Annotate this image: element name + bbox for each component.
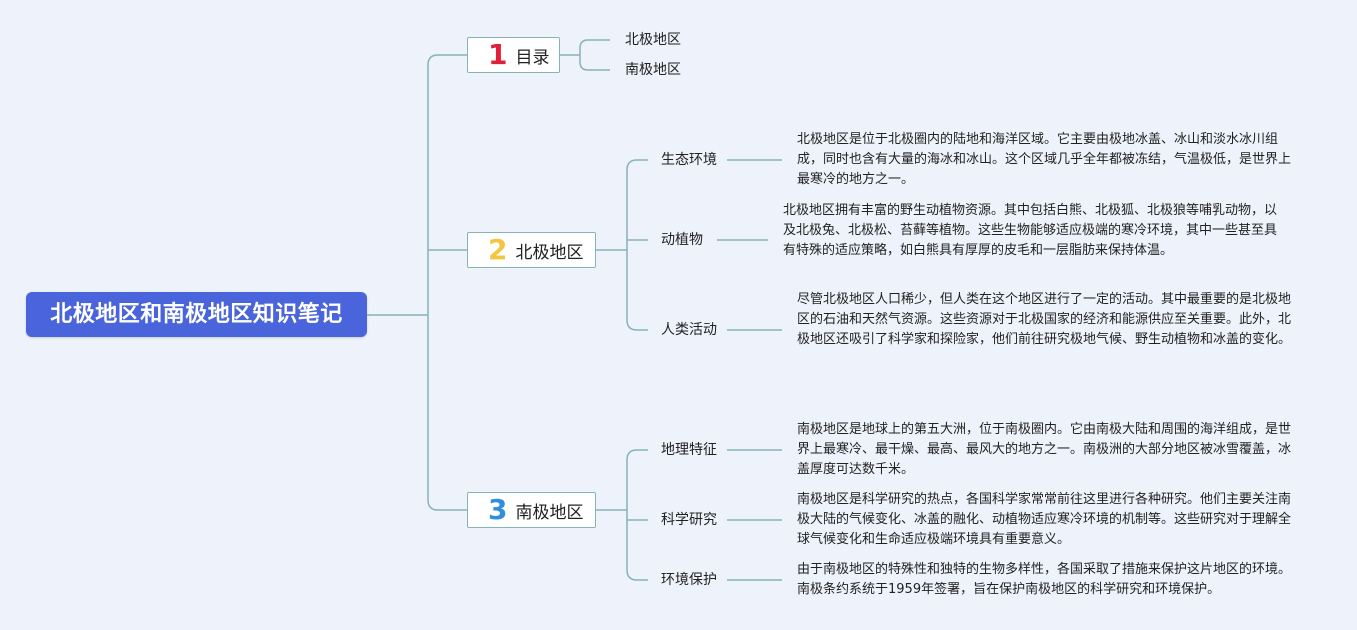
line-b2 xyxy=(596,159,648,331)
antarctic-protection-desc: 由于南极地区的特殊性和独特的生物多样性，各国采取了措施来保护这片地区的环境。南极… xyxy=(797,562,1292,597)
antarctic-geography[interactable]: 地理特征 xyxy=(661,442,717,458)
branch-label: 目录 xyxy=(515,47,550,68)
arctic-wildlife[interactable]: 动植物 xyxy=(661,232,703,248)
branch-toc[interactable]: 1 目录 xyxy=(467,37,560,73)
arctic-wildlife-desc: 北极地区拥有丰富的野生动植物资源。其中包括白熊、北极狐、北极狼等哺乳动物，以及北… xyxy=(783,203,1278,258)
arctic-ecology[interactable]: 生态环境 xyxy=(661,152,717,168)
arctic-human-activity[interactable]: 人类活动 xyxy=(661,322,717,338)
line-b3 xyxy=(596,449,648,581)
branch-label: 南极地区 xyxy=(515,502,584,523)
antarctic-research-desc: 南极地区是科学研究的热点，各国科学家常常前往这里进行各种研究。他们主要关注南极大… xyxy=(797,492,1292,547)
line-b1 xyxy=(560,39,610,71)
antarctic-geography-desc: 南极地区是地球上的第五大洲，位于南极圈内。它由南极大陆和周围的海洋组成，是世界上… xyxy=(797,422,1292,477)
line-b2-desc xyxy=(717,159,782,331)
toc-item-antarctic[interactable]: 南极地区 xyxy=(625,62,681,78)
branch-arctic[interactable]: 2 北极地区 xyxy=(467,232,596,268)
branch-label: 北极地区 xyxy=(515,242,584,263)
number-3-icon: 3 xyxy=(488,493,508,526)
number-2-icon: 2 xyxy=(488,233,508,266)
root-title[interactable]: 北极地区和南极地区知识笔记 xyxy=(26,292,367,337)
antarctic-protection[interactable]: 环境保护 xyxy=(661,572,717,588)
arctic-ecology-desc: 北极地区是位于北极圈内的陆地和海洋区域。它主要由极地冰盖、冰山和淡水冰川组成，同… xyxy=(797,132,1292,187)
line-trunk xyxy=(427,54,467,511)
antarctic-research[interactable]: 科学研究 xyxy=(661,512,717,528)
branch-antarctic[interactable]: 3 南极地区 xyxy=(467,492,596,528)
number-1-icon: 1 xyxy=(488,38,508,71)
arctic-human-desc: 尽管北极地区人口稀少，但人类在这个地区进行了一定的活动。其中最重要的是北极地区的… xyxy=(797,292,1292,347)
toc-item-arctic[interactable]: 北极地区 xyxy=(625,32,681,48)
line-b3-desc xyxy=(727,449,782,581)
